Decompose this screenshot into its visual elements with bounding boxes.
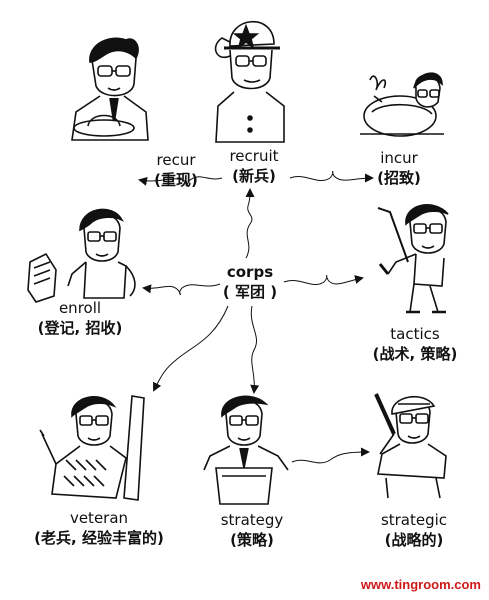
word-strategy: strategy (策略) (210, 511, 294, 550)
word-corps-english: corps (226, 263, 274, 281)
incur-cartoon (360, 72, 444, 137)
arrow-recruit-to-incur (289, 171, 374, 183)
word-recruit: recruit (新兵) (216, 147, 292, 186)
arrow-strategy-to-strategic (291, 447, 370, 464)
word-strategic-english: strategic (380, 511, 448, 529)
word-corps-chinese: ( 军团 ) (222, 283, 278, 302)
word-enroll-chinese: (登记, 招收) (37, 319, 123, 338)
word-veteran: veteran (老兵, 经验丰富的) (6, 509, 192, 548)
word-recur-chinese: (重现) (154, 171, 198, 190)
arrow-recruit-to-recur (138, 176, 223, 187)
word-veteran-english: veteran (69, 509, 129, 527)
word-tactics-chinese: (战术, 策略) (372, 345, 458, 364)
strategy-cartoon (203, 395, 289, 505)
arrow-corps-to-recruit (245, 188, 255, 259)
word-enroll-english: enroll (58, 299, 102, 317)
enroll-cartoon (27, 208, 136, 303)
strategic-cartoon (374, 393, 447, 499)
word-strategy-english: strategy (220, 511, 284, 529)
arrow-corps-to-strategy (250, 305, 260, 394)
arrow-corps-to-enroll (142, 283, 221, 295)
word-recruit-chinese: (新兵) (232, 167, 276, 186)
word-recur: recur (重现) (142, 151, 210, 190)
word-strategic: strategic (战略的) (366, 511, 462, 550)
word-recur-english: recur (156, 151, 196, 169)
word-veteran-chinese: (老兵, 经验丰富的) (34, 529, 164, 548)
word-incur-chinese: (招致) (377, 169, 421, 188)
arrow-corps-to-tactics (283, 275, 364, 286)
word-incur: incur (招致) (362, 149, 436, 188)
word-recruit-english: recruit (229, 147, 279, 165)
word-enroll: enroll (登记, 招收) (22, 299, 138, 338)
arrow-corps-to-veteran (153, 305, 229, 392)
word-strategic-chinese: (战略的) (384, 531, 444, 550)
watermark-text: www.tingroom.com (360, 577, 481, 592)
word-tactics-english: tactics (390, 325, 440, 343)
word-incur-english: incur (380, 149, 418, 167)
recur-cartoon (71, 37, 149, 141)
tactics-cartoon (377, 204, 449, 314)
recruit-cartoon (214, 20, 285, 143)
veteran-cartoon (39, 395, 145, 501)
word-strategy-chinese: (策略) (230, 531, 274, 550)
word-corps: corps ( 军团 ) (212, 263, 288, 302)
word-tactics: tactics (战术, 策略) (356, 325, 474, 364)
